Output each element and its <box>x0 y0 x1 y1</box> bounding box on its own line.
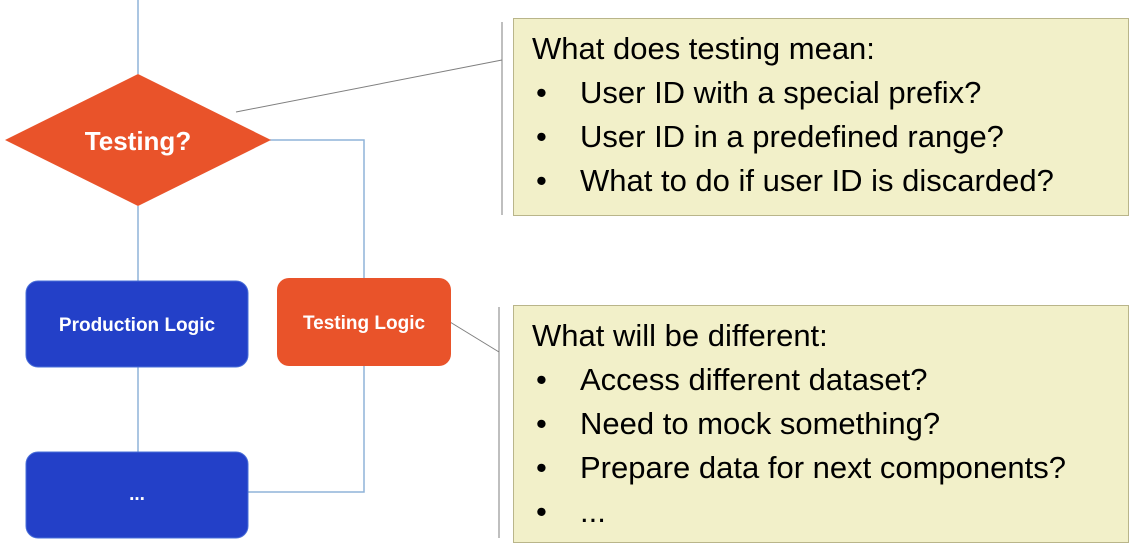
bullet-icon: • <box>536 406 547 441</box>
list-item: • What to do if user ID is discarded? <box>532 159 1112 203</box>
list-item-text: Prepare data for next components? <box>580 450 1066 485</box>
bullet-icon: • <box>536 494 547 529</box>
list-item: • User ID with a special prefix? <box>532 71 1112 115</box>
next-step-box <box>25 451 249 539</box>
callout-testing-meaning: What does testing mean: • User ID with a… <box>513 18 1129 216</box>
list-item-text: Need to mock something? <box>580 406 941 441</box>
production-logic-label: Production Logic <box>59 315 216 336</box>
callout-differences: What will be different: • Access differe… <box>513 305 1129 543</box>
decision-label: Testing? <box>85 126 191 156</box>
bullet-icon: • <box>536 75 547 110</box>
bullet-icon: • <box>536 362 547 397</box>
callout-differences-list: • Access different dataset? • Need to mo… <box>532 358 1112 534</box>
next-step-node: ... <box>25 451 249 539</box>
list-item-text: User ID with a special prefix? <box>580 75 982 110</box>
decision-node: Testing? <box>5 74 271 206</box>
decision-diamond <box>5 74 271 206</box>
testing-logic-box <box>277 278 451 366</box>
list-item: • ... <box>532 490 1112 534</box>
callout-pointers <box>235 22 503 538</box>
testing-logic-label: Testing Logic <box>303 313 426 334</box>
callout-testing-meaning-title: What does testing mean: <box>532 31 875 66</box>
connector-decision-to-testing <box>270 139 365 278</box>
testing-logic-node: Testing Logic <box>277 278 451 366</box>
pointer-bottom <box>449 321 500 353</box>
list-item-text: ... <box>580 494 606 529</box>
callout-testing-meaning-list: • User ID with a special prefix? • User … <box>532 71 1112 203</box>
connector-testing-to-next <box>248 366 365 493</box>
list-item-text: User ID in a predefined range? <box>580 119 1004 154</box>
list-item-text: Access different dataset? <box>580 362 928 397</box>
production-logic-box <box>25 280 249 368</box>
list-item-text: What to do if user ID is discarded? <box>580 163 1054 198</box>
bullet-icon: • <box>536 163 547 198</box>
list-item: • Prepare data for next components? <box>532 446 1112 490</box>
next-step-label: ... <box>129 484 145 505</box>
list-item: • User ID in a predefined range? <box>532 115 1112 159</box>
list-item: • Need to mock something? <box>532 402 1112 446</box>
connector-lines <box>137 0 365 493</box>
production-logic-node: Production Logic <box>25 280 249 368</box>
pointer-top <box>235 59 503 113</box>
bullet-icon: • <box>536 119 547 154</box>
bullet-icon: • <box>536 450 547 485</box>
list-item: • Access different dataset? <box>532 358 1112 402</box>
callout-differences-title: What will be different: <box>532 318 828 353</box>
